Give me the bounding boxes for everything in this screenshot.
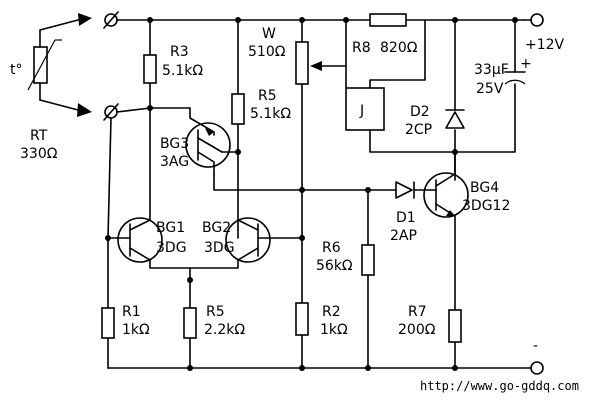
r5b-name-label: R5 xyxy=(206,304,225,320)
d1-name-label: D1 xyxy=(396,210,416,226)
bg3-type-label: 3AG xyxy=(160,154,189,170)
d2-type-label: 2CP xyxy=(405,122,432,138)
resistor-r5-lower xyxy=(183,307,197,339)
r1-name-label: R1 xyxy=(122,304,141,320)
supply-positive-terminal xyxy=(530,13,544,27)
transistor-bg1 xyxy=(107,107,191,269)
bg1-type-label: 3DG xyxy=(156,240,187,256)
r8-name-label: R8 xyxy=(352,40,371,56)
cap-plus-label: + xyxy=(520,56,532,72)
r1-value-label: 1kΩ xyxy=(122,322,150,338)
r2-value-label: 1kΩ xyxy=(320,322,348,338)
resistor-r6 xyxy=(361,244,375,276)
w-name-label: W xyxy=(262,26,276,42)
relay-label: J xyxy=(359,103,364,119)
cap-value-label: 33μF xyxy=(474,62,509,78)
transistor-bg4 xyxy=(423,151,469,311)
d2-name-label: D2 xyxy=(410,104,430,120)
w-value-label: 510Ω xyxy=(248,44,286,60)
resistor-r1 xyxy=(101,307,115,339)
transistor-bg3 xyxy=(185,107,239,176)
bg3-name-label: BG3 xyxy=(160,136,189,152)
r7-name-label: R7 xyxy=(408,304,427,320)
d1-type-label: 2AP xyxy=(390,228,417,244)
bg4-name-label: BG4 xyxy=(470,180,499,196)
resistor-r8 xyxy=(369,13,407,27)
r6-value-label: 56kΩ xyxy=(316,258,353,274)
r8-value-label: 820Ω xyxy=(380,40,418,56)
r5a-name-label: R5 xyxy=(258,88,277,104)
potentiometer-w xyxy=(295,41,309,85)
bg2-type-label: 3DG xyxy=(204,240,235,256)
bg1-name-label: BG1 xyxy=(156,220,185,236)
r7-value-label: 200Ω xyxy=(398,322,436,338)
thermistor-rt: t° xyxy=(10,13,92,117)
diode-d1 xyxy=(395,181,413,199)
resistor-r3 xyxy=(143,54,157,84)
diode-d2 xyxy=(445,111,465,129)
supply-negative-terminal xyxy=(530,361,544,375)
cap-voltage-label: 25V xyxy=(476,81,504,97)
rt-symbol-label: t° xyxy=(10,62,23,78)
rt-name-label: RT xyxy=(30,128,48,144)
bg2-name-label: BG2 xyxy=(202,220,231,236)
supply-pos-label: +12V xyxy=(525,37,565,53)
relay-j xyxy=(345,87,385,131)
capacitor-plate-bottom xyxy=(504,79,526,85)
supply-neg-label: - xyxy=(533,338,538,354)
r2-name-label: R2 xyxy=(322,304,341,320)
r5b-value-label: 2.2kΩ xyxy=(204,322,245,338)
watermark-url: http://www.go-gddq.com xyxy=(420,379,579,393)
input-terminal-top xyxy=(103,11,119,29)
r3-value-label: 5.1kΩ xyxy=(162,63,203,79)
r3-name-label: R3 xyxy=(170,44,189,60)
bg4-type-label: 3DG12 xyxy=(462,198,510,214)
resistor-r7 xyxy=(448,309,462,343)
resistor-r2 xyxy=(295,302,309,336)
rt-value-label: 330Ω xyxy=(20,146,58,162)
transistor-bg2 xyxy=(189,217,303,269)
r5a-value-label: 5.1kΩ xyxy=(250,106,291,122)
r6-name-label: R6 xyxy=(322,240,341,256)
resistor-r5-upper xyxy=(231,93,245,125)
